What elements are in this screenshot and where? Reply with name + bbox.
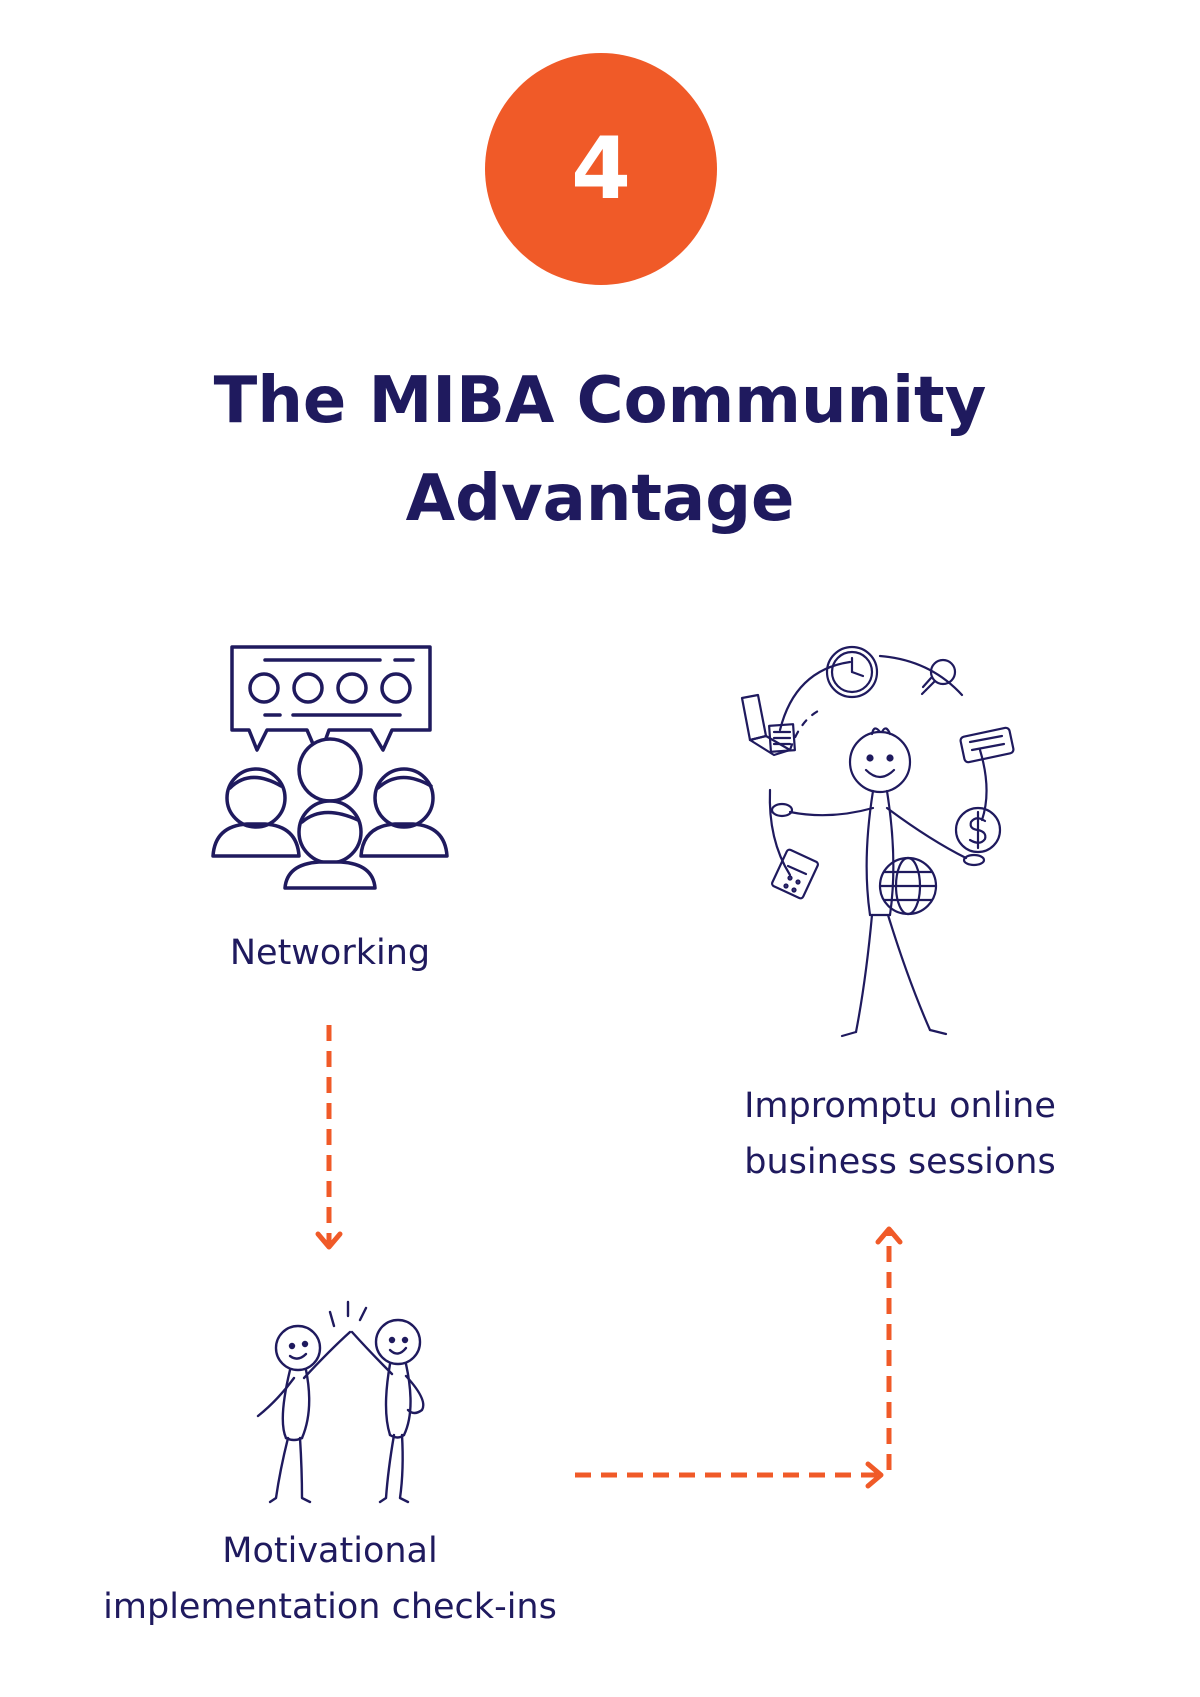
page-title: The MIBA Community Advantage [0,352,1200,548]
arrow-up-head [875,1226,903,1245]
impromptu-label-line-1: Impromptu online [744,1086,1056,1126]
networking-label-text: Networking [229,933,431,973]
motivational-label-line-1: Motivational [222,1531,438,1571]
impromptu-label: Impromptu online business sessions [680,1078,1120,1190]
impromptu-label-line-2: business sessions [744,1142,1056,1182]
arrow-down-head [315,1231,343,1250]
motivational-label: Motivational implementation check-ins [60,1523,600,1635]
networking-label: Networking [130,925,530,981]
high-five-figures-icon [256,1300,425,1504]
page-title-line-2: Advantage [405,462,795,536]
juggling-figure-icon [740,645,1015,1038]
step-number-badge: 4 [485,53,717,285]
networking-group-icon [211,645,449,890]
arrow-right-head [865,1461,884,1489]
step-number: 4 [571,119,631,219]
motivational-label-line-2: implementation check-ins [103,1587,557,1627]
page-title-line-1: The MIBA Community [213,364,987,438]
